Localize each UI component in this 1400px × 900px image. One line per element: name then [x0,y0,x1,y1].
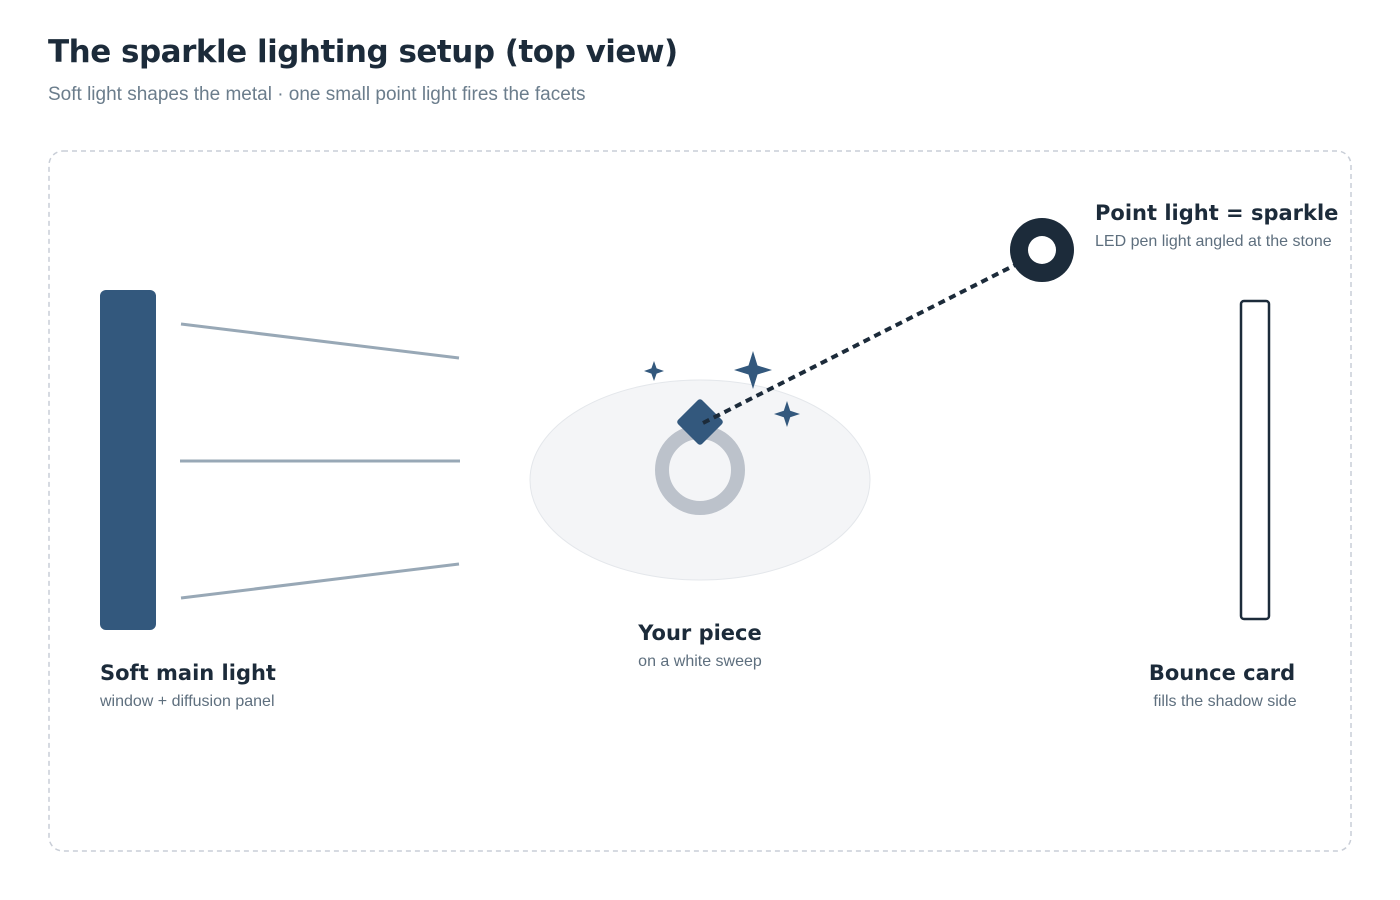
bounce-card-caption: fills the shadow side [1153,693,1296,710]
white-sweep [529,379,871,581]
piece-caption: on a white sweep [638,653,762,670]
light-ray-top [180,322,460,360]
light-ray-bottom [180,562,460,600]
soft-light-caption: window + diffusion panel [99,693,275,710]
sparkle-medium-icon [774,401,800,427]
gemstone-icon [677,399,723,445]
point-light-beam [702,263,1016,425]
soft-light-label: Soft main light [100,661,276,685]
point-light-label: Point light = sparkle [1095,201,1338,225]
piece-label: Your piece [637,621,762,645]
bounce-card [1239,299,1271,621]
page-subtitle: Soft light shapes the metal · one small … [48,84,586,105]
sparkle-large-icon [734,351,772,389]
page-title: The sparkle lighting setup (top view) [48,34,678,70]
sparkle-small-icon [644,361,664,381]
diagram-frame [48,150,1352,852]
bounce-card-label: Bounce card [1149,661,1295,685]
point-light-lens [1028,236,1056,264]
soft-light-panel [100,290,156,630]
light-rays [180,322,460,600]
point-light-caption: LED pen light angled at the stone [1095,233,1332,250]
